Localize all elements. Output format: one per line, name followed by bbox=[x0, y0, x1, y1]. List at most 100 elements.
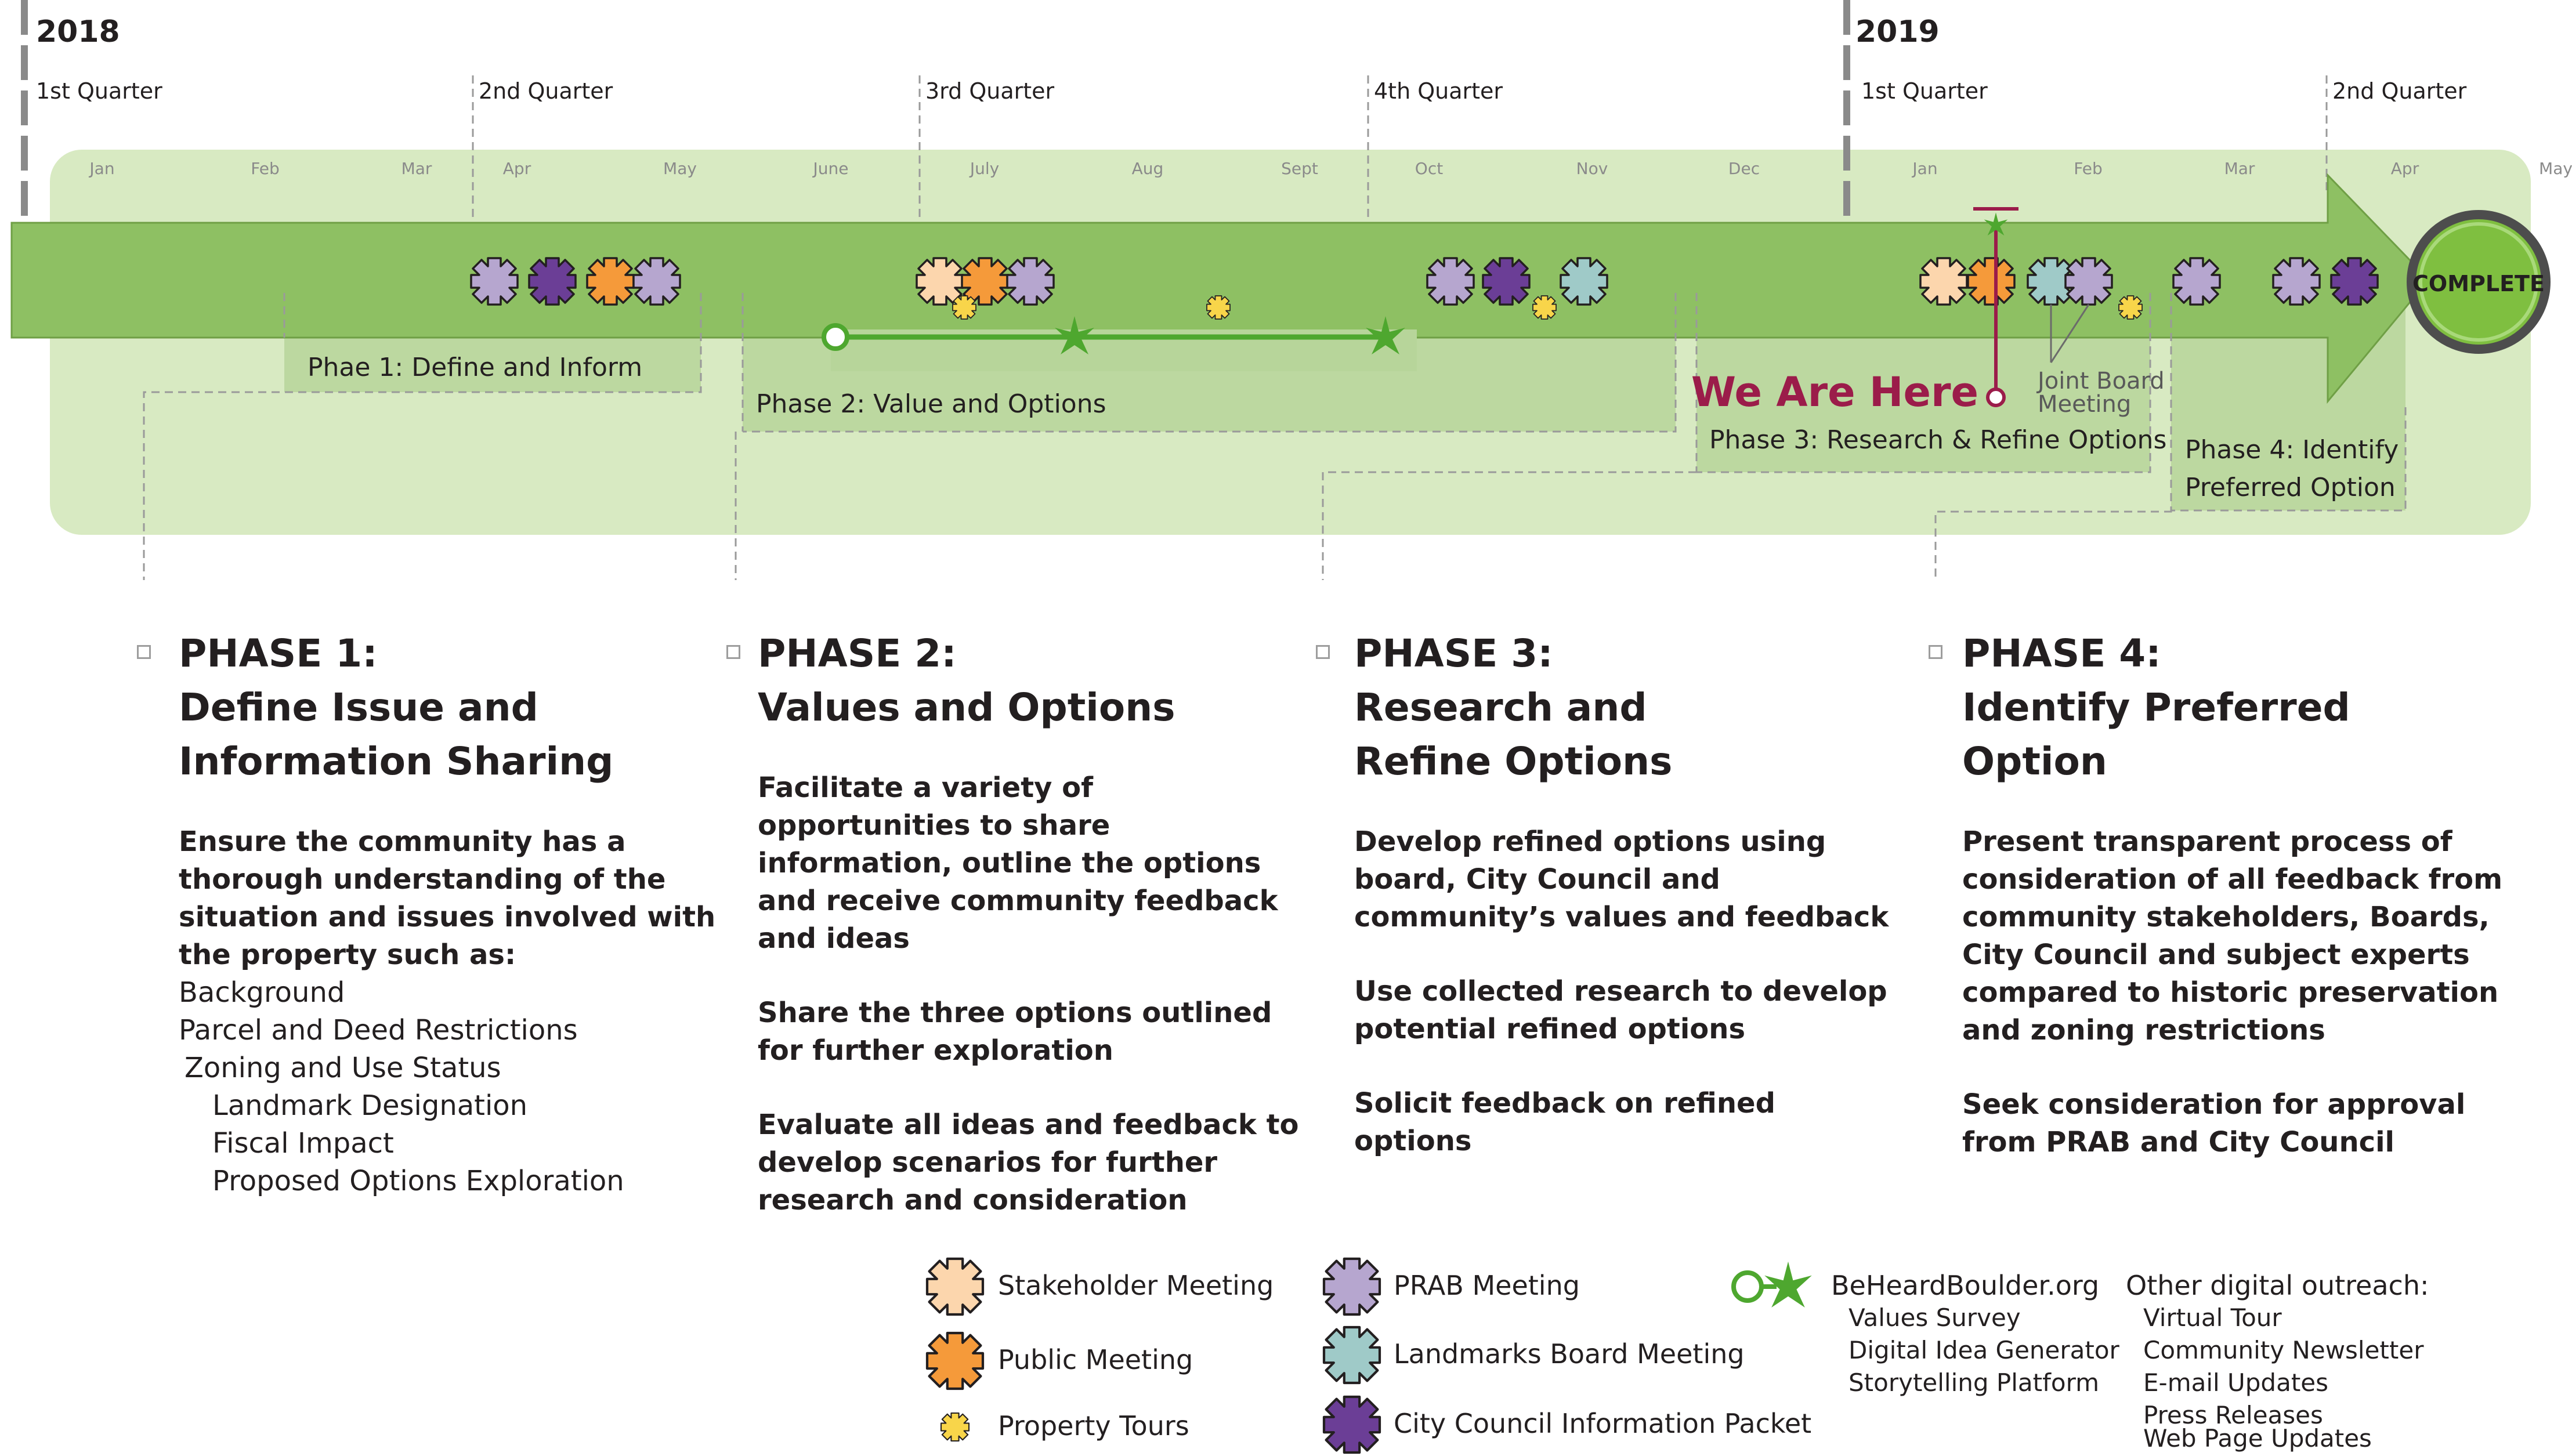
phase-3-paragraph: Use collected research to develop potent… bbox=[1354, 975, 1887, 1045]
public-marker bbox=[961, 257, 1010, 306]
public-marker bbox=[1967, 257, 2016, 306]
month-label: Oct bbox=[1415, 159, 1443, 178]
stakeholder-marker bbox=[1919, 257, 1968, 306]
phase-1-checkbox[interactable] bbox=[137, 645, 151, 659]
joint-board-label: Joint Board bbox=[2036, 368, 2165, 394]
quarter-label: 1st Quarter bbox=[1861, 78, 1988, 104]
phase-3-title: PHASE 3: Research and Refine Options bbox=[1354, 631, 1673, 784]
beheard-legend-circle bbox=[1731, 1270, 1764, 1303]
landmarks-marker bbox=[1560, 257, 1608, 306]
month-label: Nov bbox=[1576, 159, 1608, 178]
phase-3-description: PHASE 3: Research and Refine Options Dev… bbox=[1354, 626, 1889, 1197]
phase-3-checkbox[interactable] bbox=[1316, 645, 1330, 659]
phase-1-paragraph: Ensure the community has a thorough unde… bbox=[179, 825, 716, 971]
legend-other-item: Press Releases bbox=[2143, 1401, 2323, 1429]
quarter-label: 1st Quarter bbox=[36, 78, 162, 104]
month-label: Jan bbox=[88, 159, 114, 178]
phase-2-paragraph: Evaluate all ideas and feedback to devel… bbox=[758, 1109, 1299, 1216]
phase-2-checkbox[interactable] bbox=[726, 645, 740, 659]
complete-circle-inner bbox=[2419, 222, 2538, 342]
phase-2-title: PHASE 2: Values and Options bbox=[758, 631, 1175, 730]
phase-4-paragraph: Seek consideration for approval from PRA… bbox=[1962, 1088, 2466, 1158]
we-are-here-dot bbox=[1986, 387, 2006, 407]
phase-connectors bbox=[143, 293, 2407, 580]
phase-4-description: PHASE 4: Identify Preferred Option Prese… bbox=[1962, 626, 2519, 1198]
month-label: Mar bbox=[401, 159, 432, 178]
legend-icons bbox=[0, 1236, 1812, 1456]
phase-4-paragraph: Present transparent process of considera… bbox=[1962, 825, 2503, 1046]
month-label: July bbox=[969, 159, 999, 178]
stakeholder-marker bbox=[916, 257, 964, 306]
legend-stakeholder: Stakeholder Meeting bbox=[998, 1270, 1274, 1301]
phase-1-item: Parcel and Deed Restrictions bbox=[179, 1014, 578, 1046]
prab-marker bbox=[470, 257, 519, 306]
legend-tours: Property Tours bbox=[998, 1410, 1189, 1441]
we-are-here-label: We Are Here bbox=[1691, 368, 1978, 416]
prab-legend-icon bbox=[1324, 1259, 1380, 1314]
phase-3-paragraph: Solicit feedback on refined options bbox=[1354, 1087, 1775, 1157]
legend-other-item: Virtual Tour bbox=[2143, 1303, 2282, 1332]
quarter-label: 3rd Quarter bbox=[925, 78, 1055, 104]
year-label-2018: 2018 bbox=[36, 15, 120, 49]
month-label: Aug bbox=[1132, 159, 1164, 178]
public-marker bbox=[586, 257, 635, 306]
prab-marker bbox=[2064, 257, 2113, 306]
prab-marker bbox=[2172, 257, 2221, 306]
month-label: Dec bbox=[1728, 159, 1760, 178]
month-label: Feb bbox=[2074, 159, 2103, 178]
month-label: Mar bbox=[2224, 159, 2255, 178]
quarter-label: 4th Quarter bbox=[1374, 78, 1503, 104]
month-label: Apr bbox=[503, 159, 531, 178]
timeline-arrow bbox=[10, 173, 2430, 404]
council-marker bbox=[1482, 257, 1531, 306]
council-marker bbox=[528, 257, 577, 306]
legend-beheard-item: Storytelling Platform bbox=[1848, 1368, 2100, 1397]
legend-other-item: E-mail Updates bbox=[2143, 1368, 2329, 1397]
phase-4-title: PHASE 4: Identify Preferred Option bbox=[1962, 631, 2350, 784]
complete-label: COMPLETE bbox=[2412, 271, 2545, 296]
stakeholder-legend-icon bbox=[927, 1259, 983, 1314]
month-label: Apr bbox=[2391, 159, 2419, 178]
phase-1-description: PHASE 1: Define Issue and Information Sh… bbox=[179, 626, 716, 1200]
legend-other-item: Web Page Updates bbox=[2143, 1424, 2372, 1453]
month-label: June bbox=[812, 159, 849, 178]
legend-other-item: Community Newsletter bbox=[2143, 1336, 2424, 1364]
council-legend-icon bbox=[1324, 1397, 1380, 1453]
beheard-start bbox=[822, 323, 849, 351]
legend-beheard: BeHeardBoulder.org bbox=[1831, 1270, 2100, 1301]
phase-2-paragraph: Share the three options outlined for fur… bbox=[758, 997, 1272, 1067]
legend-prab: PRAB Meeting bbox=[1394, 1270, 1580, 1301]
phase-1-item: Landmark Designation bbox=[212, 1089, 528, 1122]
council-marker bbox=[2330, 257, 2379, 306]
joint-board-label: Meeting bbox=[2038, 391, 2131, 418]
landmarks-legend-icon bbox=[1324, 1327, 1380, 1383]
legend-council: City Council Information Packet bbox=[1394, 1408, 1812, 1439]
phase-4-label: Phase 4: Identify bbox=[2185, 435, 2399, 465]
month-label: Feb bbox=[251, 159, 280, 178]
month-label: May bbox=[2539, 159, 2572, 178]
legend-beheard-item: Values Survey bbox=[1848, 1303, 2021, 1332]
prab-marker bbox=[632, 257, 681, 306]
phase-3-paragraph: Develop refined options using board, Cit… bbox=[1354, 825, 1889, 933]
public-legend-icon bbox=[927, 1333, 983, 1389]
year-label-2019: 2019 bbox=[1855, 15, 1940, 49]
phase-1-item: Proposed Options Exploration bbox=[212, 1165, 624, 1197]
prab-marker bbox=[1006, 257, 1055, 306]
phase-4-checkbox[interactable] bbox=[1929, 645, 1942, 659]
prab-marker bbox=[2272, 257, 2321, 306]
month-label: Jan bbox=[1911, 159, 1937, 178]
phase-1-item: Fiscal Impact bbox=[212, 1127, 394, 1160]
phase-3-label: Phase 3: Research & Refine Options bbox=[1709, 425, 2166, 455]
month-label: May bbox=[663, 159, 697, 178]
phase-1-title: PHASE 1: Define Issue and Information Sh… bbox=[179, 631, 614, 784]
phase-1-item: Zoning and Use Status bbox=[185, 1052, 501, 1084]
phase-2-label: Phase 2: Value and Options bbox=[756, 389, 1106, 419]
month-label: Sept bbox=[1281, 159, 1318, 178]
phase-1-item: Background bbox=[179, 976, 345, 1009]
legend-other-title: Other digital outreach: bbox=[2126, 1270, 2429, 1301]
phase-2-paragraph: Facilitate a variety of opportunities to… bbox=[758, 772, 1278, 955]
phase-2-description: PHASE 2: Values and Options Facilitate a… bbox=[758, 626, 1299, 1256]
joint-board-callout bbox=[2050, 304, 2090, 363]
legend-beheard-item: Digital Idea Generator bbox=[1848, 1336, 2119, 1364]
